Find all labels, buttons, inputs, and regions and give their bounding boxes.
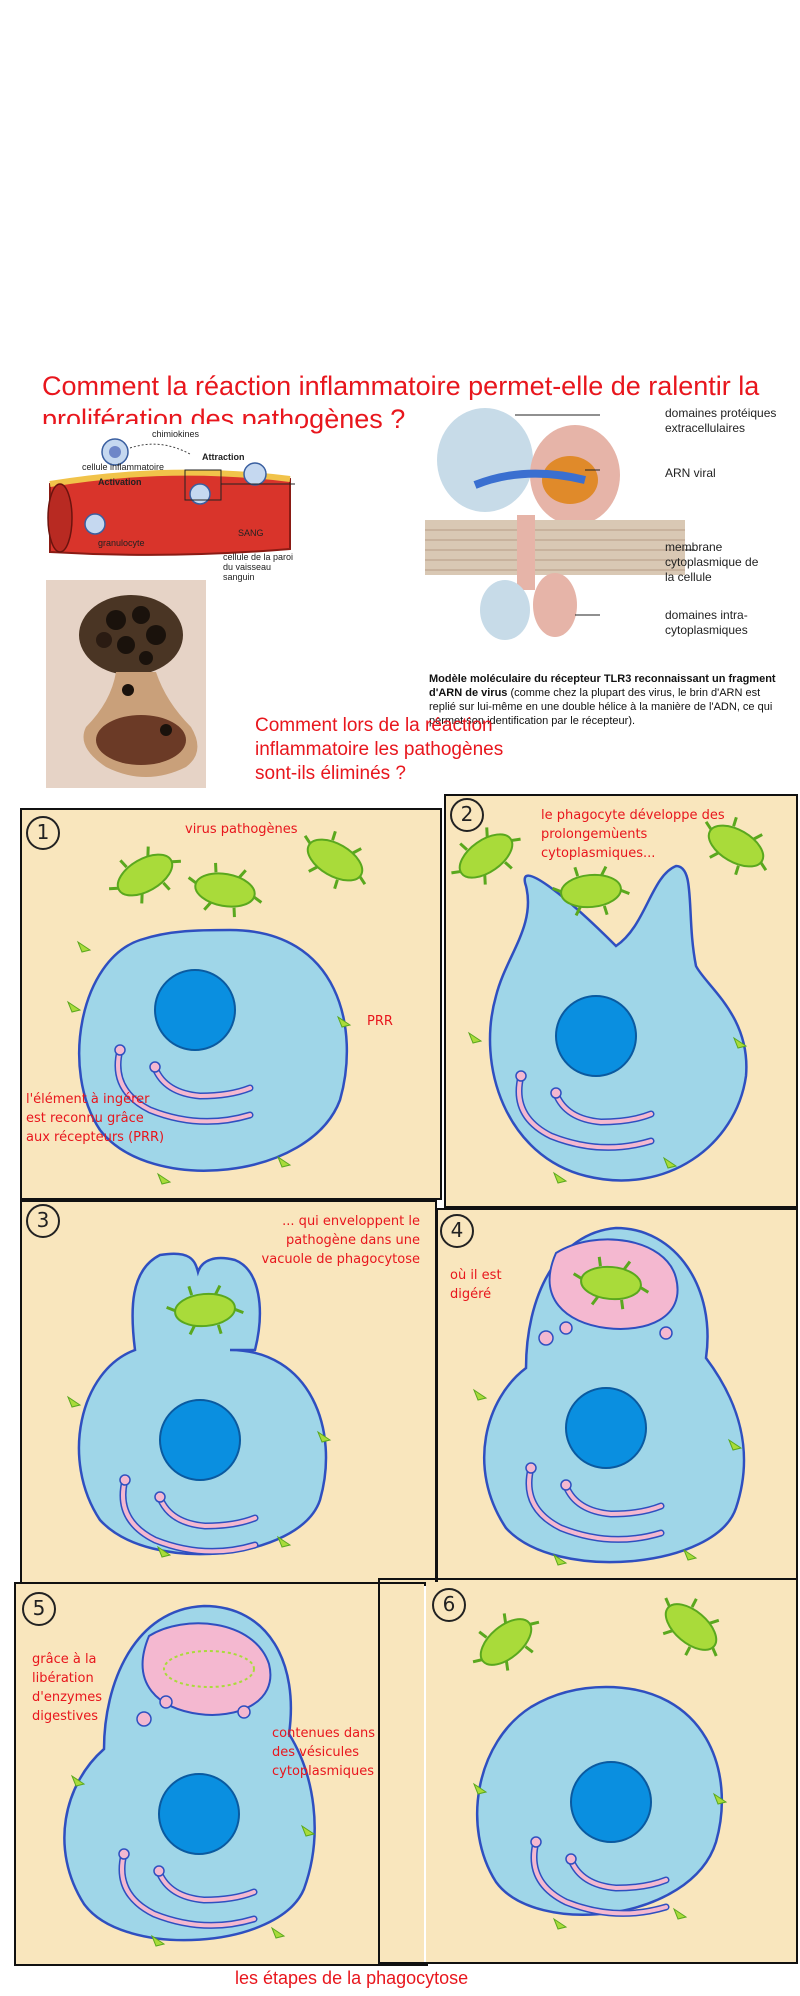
panel-1-number: 1: [26, 816, 60, 850]
tlr3-caption-bold: Modèle moléculaire du récepteur TLR3 rec…: [429, 673, 776, 699]
label-inflammatory-cell: cellule inflammatoire: [82, 462, 165, 472]
label-attraction: Attraction: [202, 452, 245, 462]
label-chemokines: chimiokines: [152, 429, 200, 439]
note-virus-pathogenes: virus pathogènes: [185, 822, 298, 837]
note-prolongements: le phagocyte développe des prolongemùent…: [541, 808, 725, 861]
label-wall-cell: cellule de la paroi du vaisseau sanguin: [223, 552, 294, 582]
panel-2-frame: [444, 794, 798, 1208]
label-viral-rna: ARN viral: [665, 466, 716, 480]
panel-4-frame: [436, 1208, 798, 1592]
panel-5: grâce à la libération d'enzymes digestiv…: [14, 1584, 424, 1964]
note-envelop: ... qui enveloppent le pathogène dans un…: [261, 1214, 420, 1267]
tlr3-figure: domaines protéiques extracellulaires ARN…: [425, 400, 781, 736]
label-activation: Activation: [98, 477, 142, 487]
panel-5-number: 5: [22, 1592, 56, 1626]
tlr3-caption: Modèle moléculaire du récepteur TLR3 rec…: [429, 672, 779, 728]
panel-3: ... qui enveloppent le pathogène dans un…: [20, 1200, 435, 1582]
panel-6: [426, 1582, 796, 1962]
label-extracellular: domaines protéiques extracellulaires: [665, 406, 777, 435]
label-blood: SANG: [238, 528, 264, 538]
panel-6-number: 6: [432, 1588, 466, 1622]
panel-2: le phagocyte développe des prolongemùent…: [446, 796, 796, 1206]
main-question: Comment la réaction inflammatoire permet…: [42, 371, 760, 434]
panel-2-number: 2: [450, 798, 484, 832]
label-membrane: membrane cytoplasmique de la cellule: [665, 540, 759, 584]
panel-3-number: 3: [26, 1204, 60, 1238]
panel-5-frame: [14, 1582, 428, 1966]
tlr3-caption-rest: (comme chez la plupart des virus, le bri…: [429, 687, 773, 727]
label-granulocyte: granulocyte: [98, 538, 145, 548]
panel-4: où il est digéré: [436, 1208, 796, 1590]
note-digested: où il est digéré: [450, 1268, 502, 1302]
vessel-figure: chimiokines cellule inflammatoire Attrac…: [40, 424, 300, 582]
panel-1: virus pathogènes PRR l'élément à ingérer…: [20, 810, 440, 1200]
micrograph-image: [46, 580, 206, 788]
note-recognition: l'élément à ingérer est reconnu grâce au…: [26, 1092, 165, 1145]
label-intracellular: domaines intra-cytoplasmiques: [665, 608, 748, 637]
second-question: Comment lors de la réaction inflammatoir…: [255, 715, 504, 784]
panel-4-number: 4: [440, 1214, 474, 1248]
panel-3-frame: [20, 1200, 437, 1586]
note-vesicles: contenues dans des vésicules cytoplasmiq…: [272, 1726, 376, 1779]
note-prr: PRR: [367, 1014, 393, 1029]
footer-caption: les étapes de la phagocytose: [235, 1968, 469, 1988]
note-enzymes: grâce à la libération d'enzymes digestiv…: [32, 1652, 103, 1724]
panel-1-frame: [20, 808, 442, 1200]
panel-6-frame: [378, 1578, 798, 1964]
